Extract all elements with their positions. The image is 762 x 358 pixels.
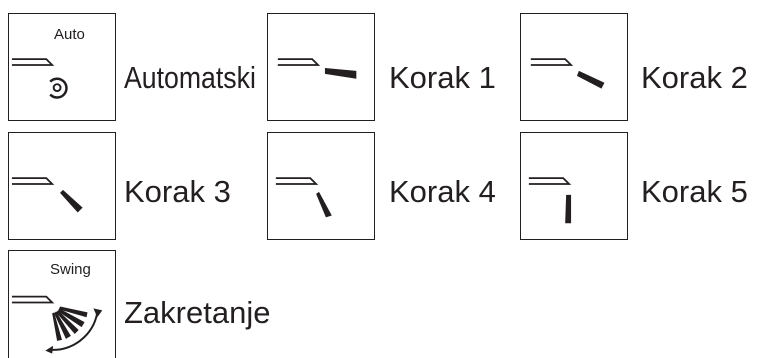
swing-mode-box: Swing (8, 250, 116, 358)
step-2-icon (530, 58, 605, 89)
auto-icon (11, 58, 68, 99)
auto-icon-text: Auto (54, 26, 85, 43)
step-3-box (8, 132, 116, 240)
step-2-label: Korak 2 (641, 60, 748, 95)
step-2-box (520, 13, 628, 121)
auto-mode-box: Auto (8, 13, 116, 121)
swing-icon (11, 295, 103, 354)
step-3-icon (11, 177, 83, 213)
auto-mode-label: Automatski (124, 60, 256, 95)
step-5-label: Korak 5 (641, 174, 748, 209)
step-1-icon (277, 58, 357, 79)
step-4-box (267, 132, 375, 240)
step-4-label: Korak 4 (389, 174, 496, 209)
step-1-box (267, 13, 375, 121)
step-5-box (520, 132, 628, 240)
swing-mode-label: Zakretanje (124, 295, 271, 330)
swing-icon-text: Swing (50, 261, 91, 278)
step-1-label: Korak 1 (389, 60, 496, 95)
step-3-label: Korak 3 (124, 174, 231, 209)
step-4-icon (275, 177, 332, 218)
step-5-icon (528, 177, 572, 224)
